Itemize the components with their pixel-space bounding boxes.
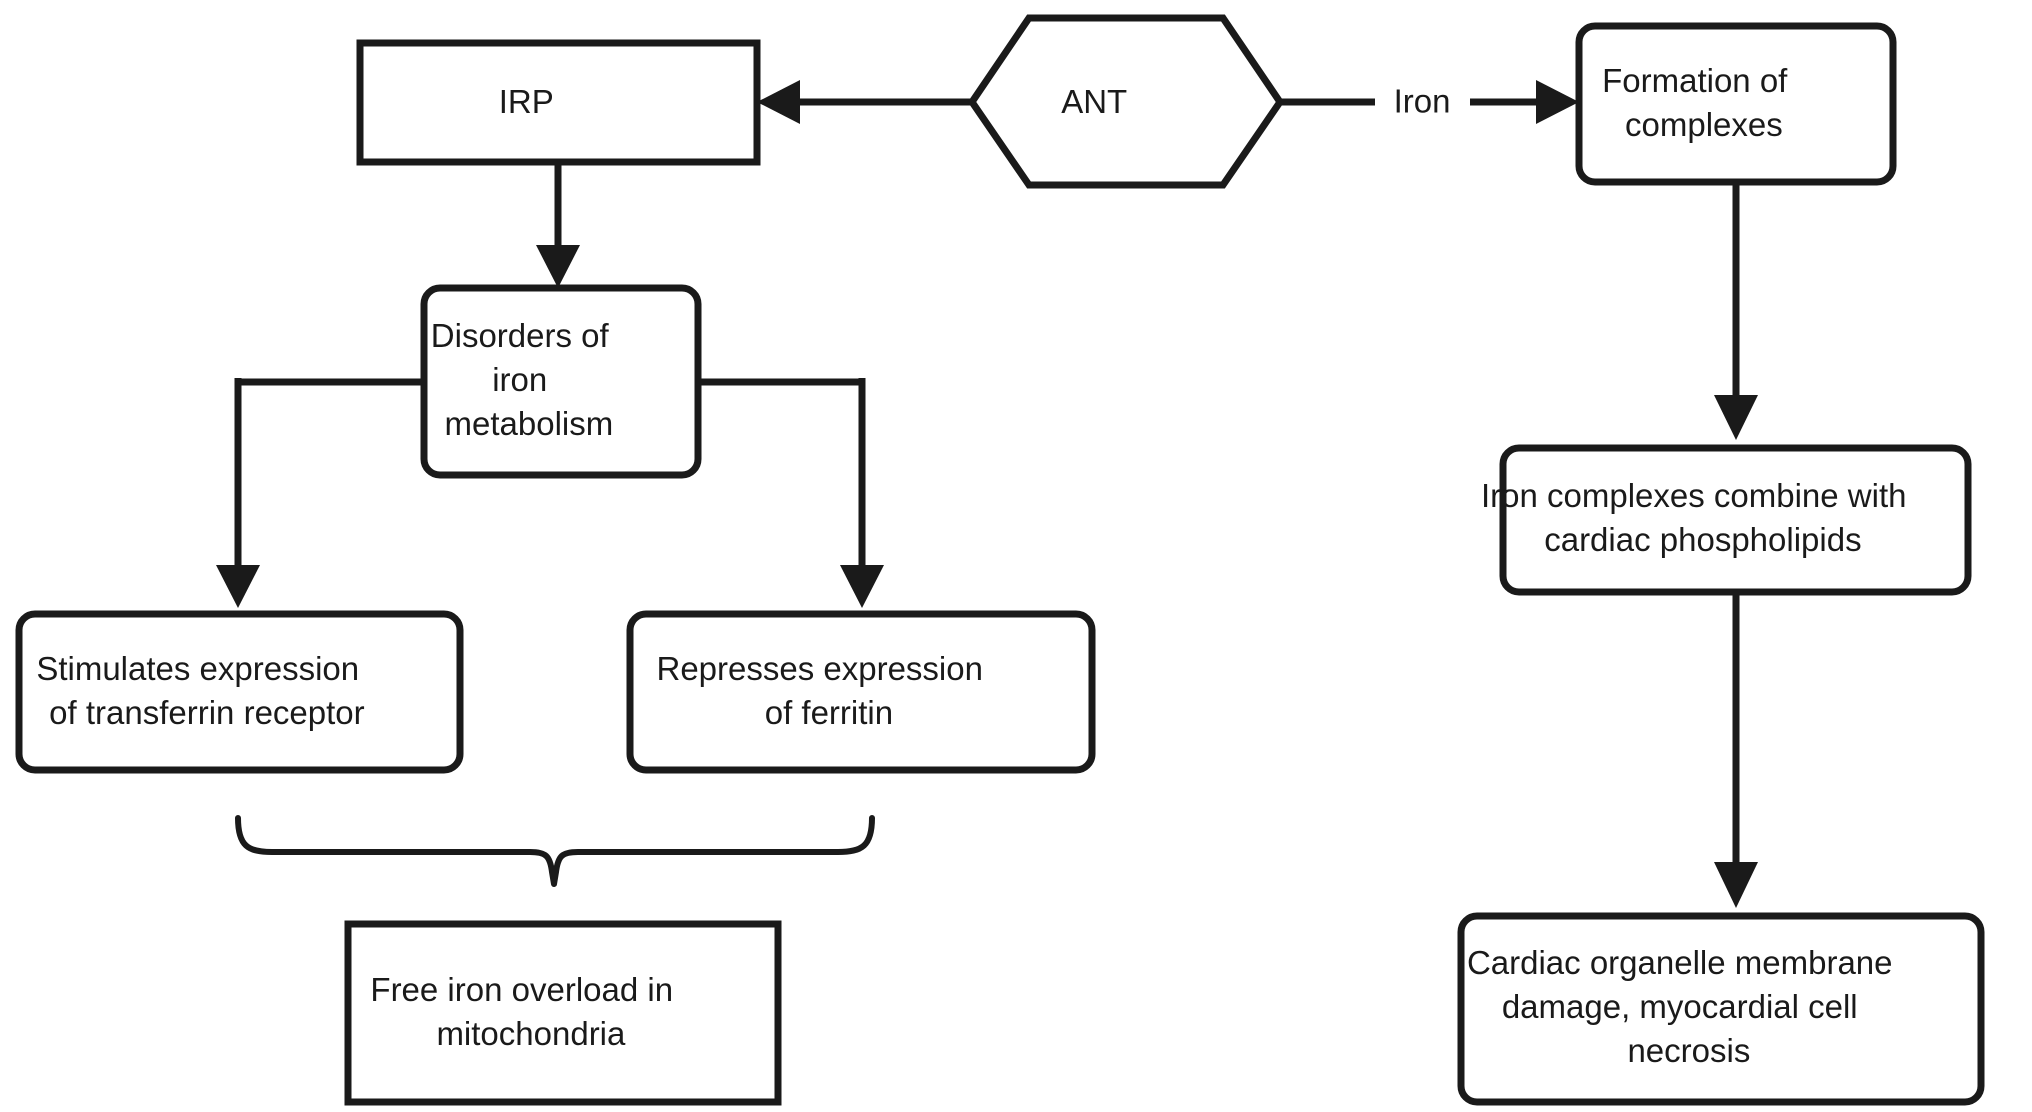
node-cardiac-line-1: damage, myocardial cell (1502, 988, 1858, 1025)
arrow-head-down-icon (840, 565, 884, 608)
node-disorders-line-0: Disorders of (431, 317, 610, 354)
node-irp[interactable]: IRP (356, 39, 761, 166)
node-disorders-line-1: iron (492, 361, 547, 398)
node-cardiac-line-0: Cardiac organelle membrane (1467, 944, 1893, 981)
svg-text:Formation of complexes: Formation of complexes (1602, 62, 1870, 143)
node-formation-of-complexes[interactable]: Formation of complexes (1575, 22, 1897, 186)
edge-label-iron: Iron (1394, 83, 1451, 120)
node-cardiac-damage[interactable]: Cardiac organelle membrane damage, myoca… (1457, 912, 1985, 1106)
edge-disorders-to-branches (216, 378, 884, 608)
node-stimulates-line-1: of transferrin receptor (49, 694, 364, 731)
node-free-iron-line-0: Free iron overload in (370, 971, 673, 1008)
svg-text:Stimulates expression: Stimulates expression of transferrin rec… (36, 650, 441, 731)
arrow-head-down-icon (216, 565, 260, 608)
node-iron-complexes-line-1: cardiac phospholipids (1544, 521, 1861, 558)
node-stimulates-line-0: Stimulates expression (36, 650, 359, 687)
edge-iron-complexes-to-cardiac (1714, 592, 1758, 908)
node-formation-line-0: Formation of (1602, 62, 1788, 99)
arrow-head-left-icon (757, 80, 800, 124)
arrow-head-right-icon (1536, 80, 1579, 124)
node-iron-complexes-combine[interactable]: Iron complexes combine with cardiac phos… (1481, 444, 1989, 596)
node-ant-line-0: ANT (1061, 83, 1127, 120)
svg-text:Iron complexes combine with: Iron complexes combine with cardiac phos… (1481, 477, 1989, 558)
node-disorders-of-iron-metabolism[interactable]: Disorders of iron metabolism (420, 284, 702, 479)
svg-text:ANT: ANT (1061, 83, 1191, 120)
edge-ant-to-irp (757, 80, 972, 124)
node-represses-line-0: Represses expression (656, 650, 983, 687)
svg-text:Cardiac organelle membrane: Cardiac organelle membrane damage, myoca… (1467, 944, 1975, 1069)
svg-text:Disorders of iron: Disorders of iron metabolism (431, 317, 691, 442)
edge-ant-to-formation (1280, 80, 1579, 124)
node-represses-expression[interactable]: Represses expression of ferritin (626, 610, 1096, 774)
node-represses-line-1: of ferritin (765, 694, 893, 731)
svg-text:IRP: IRP (499, 83, 618, 120)
edge-formation-to-iron-complexes (1714, 182, 1758, 440)
node-iron-complexes-line-0: Iron complexes combine with (1481, 477, 1907, 514)
svg-text:Represses expression o: Represses expression of ferritin (656, 650, 1065, 731)
svg-text:Free iron overload in: Free iron overload in mitochondria (370, 971, 755, 1052)
brace-connector (235, 815, 875, 887)
node-stimulates-expression[interactable]: Stimulates expression of transferrin rec… (15, 610, 464, 774)
arrow-head-down-icon (1714, 395, 1758, 440)
node-disorders-line-2: metabolism (445, 405, 614, 442)
node-free-iron-overload[interactable]: Free iron overload in mitochondria (344, 920, 782, 1106)
node-irp-line-0: IRP (499, 83, 553, 120)
arrow-head-down-icon (536, 245, 580, 288)
node-free-iron-line-1: mitochondria (436, 1015, 626, 1052)
node-cardiac-line-2: necrosis (1627, 1032, 1750, 1069)
node-formation-line-1: complexes (1625, 106, 1783, 143)
node-ant[interactable]: ANT (967, 14, 1285, 189)
edge-irp-to-disorders (536, 162, 580, 288)
arrow-head-down-icon (1714, 862, 1758, 908)
